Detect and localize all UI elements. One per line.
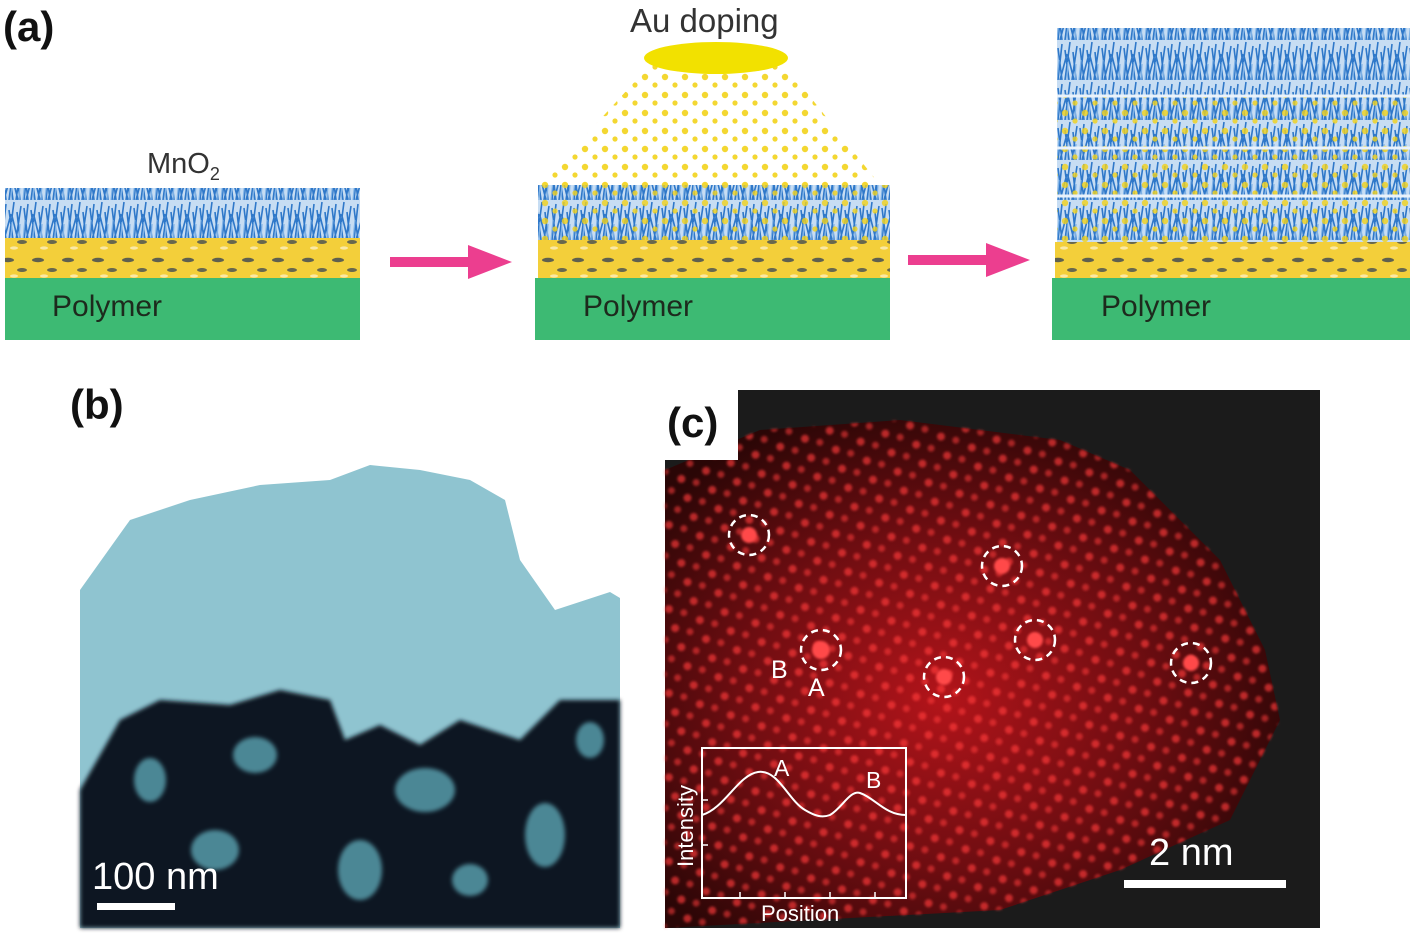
atom-marker-circle [799, 628, 843, 672]
au-dopant-dots [538, 185, 890, 245]
mno2-label-subscript: 2 [209, 163, 220, 184]
polymer-layer-3 [1052, 278, 1410, 340]
panel-a-label: (a) [3, 3, 55, 50]
au-atom-markers [727, 513, 1213, 699]
atom-marker-circle [980, 544, 1024, 588]
inset-peak-a-label: A [774, 755, 790, 781]
inset-ticks [702, 799, 876, 898]
tem-scale-bar [97, 903, 175, 910]
gold-layer-2 [538, 240, 890, 280]
tem-pores [134, 722, 604, 900]
polymer-layer-2 [535, 278, 890, 340]
label-box [665, 390, 738, 460]
polymer-label-3: Polymer [1101, 290, 1212, 323]
panel-c-label: (c) [667, 399, 719, 446]
haadf-scale-label: 2 nm [1149, 832, 1234, 874]
haadf-scale-bar [1124, 880, 1286, 888]
au-doping-label: Au doping [630, 2, 779, 39]
atom-marker-circle [1169, 641, 1213, 685]
inset-y-axis-label: Intensity [673, 785, 698, 867]
atom-marker-circle [727, 513, 771, 557]
arrow-1 [390, 245, 512, 279]
inset-frame [701, 747, 907, 899]
stage-3-stack [1052, 28, 1410, 340]
polymer-label-2: Polymer [583, 290, 694, 323]
inset-x-axis-label: Position [761, 901, 840, 926]
inset-peak-b-label: B [866, 767, 882, 793]
gold-layer [5, 238, 360, 280]
panel-b-label: (b) [70, 381, 124, 428]
dopant-dots-c [1057, 196, 1410, 242]
polymer-label-1: Polymer [52, 290, 163, 323]
polymer-layer [5, 278, 360, 340]
arrow-2 [908, 243, 1030, 277]
tem-scale-label: 100 nm [92, 856, 219, 898]
point-b-label: B [771, 656, 788, 684]
stage-2-stack [535, 42, 890, 340]
intensity-profile-line [701, 770, 907, 818]
top-mno2-layer [1057, 28, 1410, 96]
haadf-atomic-columns [665, 420, 1280, 928]
au-atom-spots [741, 527, 1199, 685]
gold-layer-3 [1055, 242, 1410, 280]
tem-image [80, 465, 620, 928]
au-source-ellipse [644, 42, 788, 74]
intensity-inset [701, 747, 907, 899]
point-a-label: A [808, 674, 825, 702]
haadf-image [665, 390, 1320, 928]
au-spray-cone [540, 65, 880, 185]
dopant-dots-a [1057, 96, 1410, 148]
atom-marker-circle [1013, 618, 1057, 662]
atom-marker-circle [922, 655, 966, 699]
mno2-label-main: MnO [147, 148, 210, 180]
dopant-dots-b [1057, 148, 1410, 196]
stage-1-stack [5, 188, 360, 340]
mno2-label: MnO2 [147, 150, 220, 183]
